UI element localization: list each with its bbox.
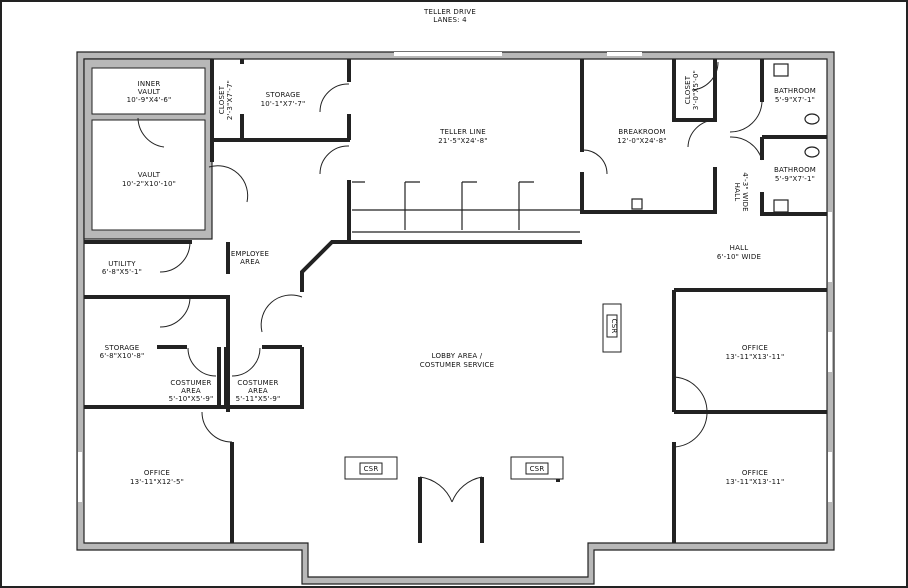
employee-area-label: EMPLOYEE — [231, 250, 269, 258]
inner-vault-label: INNER — [138, 80, 161, 88]
csr-label-box — [525, 462, 549, 475]
office-right-bottom-size: 13'-11"X13'-11" — [726, 478, 785, 486]
inner-vault-size: 10'-9"X4'-6" — [127, 96, 172, 104]
bathroom-1-label: BATHROOM — [774, 87, 816, 95]
windows — [78, 52, 832, 502]
hall-narrow-label: HALL — [733, 183, 741, 202]
costumer-area-1-label: AREA — [181, 387, 201, 395]
closet-left-label: CLOSET — [218, 85, 226, 114]
inner-vault-floor — [91, 67, 206, 115]
costumer-area-2-label: COSTUMER — [237, 379, 278, 387]
vault-floor — [91, 119, 206, 231]
csr-label-box — [359, 462, 383, 475]
door-swings — [137, 61, 763, 503]
costumer-area-2-label: AREA — [248, 387, 268, 395]
csr-label: CSR — [610, 319, 618, 334]
sink-icon — [773, 63, 789, 77]
toilet-icon — [804, 113, 820, 125]
hall-wide-label: HALL — [730, 244, 749, 252]
costumer-area-1-size: 5'-10"X5'-9" — [169, 395, 214, 403]
vault-label: VAULT — [138, 171, 161, 179]
hall-narrow-size: 4'-3" WIDE — [741, 172, 749, 212]
header-line1: TELLER DRIVE — [423, 8, 476, 16]
closet-left-size: 2'-3"X7'-7" — [226, 80, 234, 120]
csr-label: CSR — [364, 465, 379, 473]
vault-size: 10'-2"X10'-10" — [122, 180, 176, 188]
office-right-bottom-label: OFFICE — [742, 469, 768, 477]
toilet-icon — [804, 146, 820, 158]
teller-line-label: TELLER LINE — [439, 128, 486, 136]
exterior-wall — [76, 51, 835, 585]
breakroom-size: 12'-0"X24'-8" — [617, 137, 666, 145]
utility-size: 6'-8"X5'-1" — [102, 268, 142, 276]
csr-label-box — [606, 314, 618, 338]
storage-top-size: 10'-1"X7'-7" — [261, 100, 306, 108]
hall-wide-size: 6'-10" WIDE — [717, 253, 761, 261]
storage-top-label: STORAGE — [266, 91, 301, 99]
teller-counter — [352, 181, 580, 233]
inner-vault-label: VAULT — [138, 88, 161, 96]
bathroom-1-size: 5'-9"X7'-1" — [775, 96, 815, 104]
sink-icon — [773, 199, 789, 213]
costumer-area-2-size: 5'-11"X5'-9" — [236, 395, 281, 403]
header-line2: LANES: 4 — [433, 16, 467, 24]
bathroom-2-label: BATHROOM — [774, 166, 816, 174]
csr-label: CSR — [530, 465, 545, 473]
closet-right-size: 3'-0"X5'-0" — [692, 70, 700, 110]
costumer-area-1-label: COSTUMER — [170, 379, 211, 387]
bathroom-2-size: 5'-9"X7'-1" — [775, 175, 815, 183]
bathroom-fixtures — [631, 63, 820, 213]
teller-line-size: 21'-5"X24'-8" — [438, 137, 487, 145]
storage-left-label: STORAGE — [105, 344, 140, 352]
office-left-size: 13'-11"X12'-5" — [130, 478, 184, 486]
storage-left-size: 6'-8"X10'-8" — [100, 352, 145, 360]
sink-icon — [631, 198, 643, 210]
closet-right-label: CLOSET — [684, 75, 692, 104]
interior-walls — [84, 59, 827, 543]
lobby-label: COSTUMER SERVICE — [420, 361, 495, 369]
office-right-top-size: 13'-11"X13'-11" — [726, 353, 785, 361]
employee-area-label: AREA — [240, 258, 260, 266]
lobby-label: LOBBY AREA / — [432, 352, 483, 360]
office-right-top-label: OFFICE — [742, 344, 768, 352]
utility-label: UTILITY — [108, 260, 136, 268]
breakroom-label: BREAKROOM — [618, 128, 665, 136]
office-left-label: OFFICE — [144, 469, 170, 477]
